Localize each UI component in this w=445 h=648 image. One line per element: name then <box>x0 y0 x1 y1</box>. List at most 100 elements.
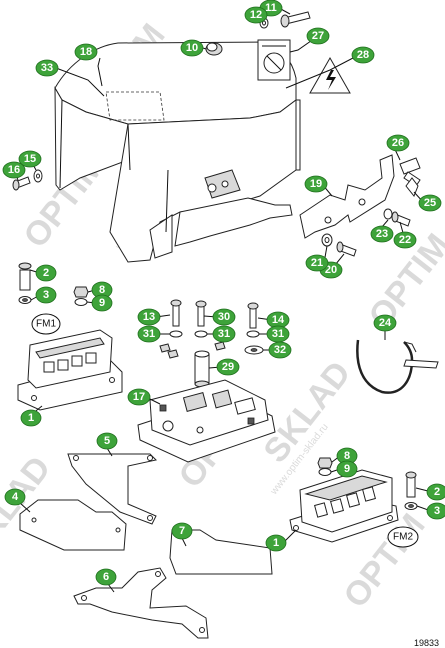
callout-bubble <box>268 341 292 359</box>
callout-number: 8 <box>99 284 105 296</box>
callout-31: 31 <box>137 325 161 343</box>
callout-29: 29 <box>216 358 240 376</box>
callout-10: 10 <box>180 39 204 57</box>
callout-25: 25 <box>418 194 442 212</box>
callout-bubble <box>373 314 397 332</box>
screw-20 <box>336 241 357 257</box>
callout-number: 16 <box>8 164 20 176</box>
washer-3-fm1 <box>18 296 32 304</box>
callout-bubble <box>212 308 236 326</box>
callout-number: 2 <box>434 486 440 498</box>
insulation-sheet-4 <box>19 499 127 551</box>
callout-5: 5 <box>96 432 118 450</box>
callout-9: 9 <box>336 460 358 478</box>
washer-15 <box>33 169 43 183</box>
callout-bubble <box>306 27 330 45</box>
callout-bubble <box>35 264 57 282</box>
screw-25 <box>405 177 419 197</box>
callout-number: 28 <box>357 49 369 61</box>
callout-14: 14 <box>266 311 290 329</box>
callout-26: 26 <box>386 134 410 152</box>
callout-bubble <box>212 325 236 343</box>
nut-8-fm2 <box>317 457 333 469</box>
screw-22 <box>391 211 411 227</box>
callout-number: 3 <box>43 289 49 301</box>
callout-bubble <box>393 231 417 249</box>
callout-number: 7 <box>179 525 185 537</box>
callout-1: 1 <box>265 534 287 552</box>
callout-number: 29 <box>222 361 234 373</box>
callout-number: 4 <box>12 491 19 503</box>
control-board-17 <box>137 379 276 463</box>
callout-number: 22 <box>399 234 411 246</box>
screw-16 <box>12 176 31 191</box>
callout-bubble <box>91 294 113 312</box>
callout-21: 21 <box>305 254 329 272</box>
callout-bubble <box>336 460 358 478</box>
callout-bubble <box>304 175 328 193</box>
callout-bubble <box>74 43 98 61</box>
nut-8-fm1 <box>73 286 89 298</box>
washer-9-fm2 <box>318 468 332 476</box>
callout-bubble <box>265 534 287 552</box>
callout-bubble <box>4 488 26 506</box>
callout-number: 5 <box>104 435 110 447</box>
callout-number: 32 <box>274 344 286 356</box>
callout-number: 24 <box>379 317 392 329</box>
callout-2: 2 <box>35 264 57 282</box>
callout-number: 17 <box>133 391 145 403</box>
callout-number: 1 <box>28 412 34 424</box>
callout-bubble <box>137 308 161 326</box>
callout-bubble <box>351 46 375 64</box>
washer-23 <box>383 208 393 220</box>
cable-tie-24 <box>356 339 439 394</box>
callout-bubble <box>137 325 161 343</box>
callout-bubble <box>2 161 26 179</box>
capacitor-29 <box>194 350 210 388</box>
callout-33: 33 <box>35 59 59 77</box>
washer-31-centre <box>194 330 208 338</box>
washer-21 <box>321 233 333 247</box>
fm1-label-text: FM1 <box>36 319 56 330</box>
callout-bubble <box>370 225 394 243</box>
callout-4: 4 <box>4 488 26 506</box>
fm2-module <box>289 469 399 543</box>
screw-2-fm2 <box>405 471 417 498</box>
callout-bubble <box>96 432 118 450</box>
screw-13 <box>170 299 182 327</box>
drawing-number: 19833 <box>414 638 439 648</box>
callout-bubble <box>127 388 151 406</box>
callout-number: 13 <box>143 311 155 323</box>
callout-bubble <box>386 134 410 152</box>
insulation-sheet-5 <box>67 453 158 525</box>
callout-23: 23 <box>370 225 394 243</box>
callout-17: 17 <box>127 388 151 406</box>
callout-22: 22 <box>393 231 417 249</box>
callout-number: 10 <box>186 42 198 54</box>
callout-27: 27 <box>306 27 330 45</box>
callout-number: 2 <box>43 267 49 279</box>
label-27-no-tools <box>257 39 291 81</box>
callout-number: 18 <box>80 46 92 58</box>
bracket-19 <box>299 154 395 239</box>
callout-bubble <box>18 150 42 168</box>
callout-7: 7 <box>171 522 193 540</box>
callout-number: 6 <box>103 571 109 583</box>
callout-bubble <box>35 286 57 304</box>
callout-bubble <box>426 502 445 520</box>
callout-18: 18 <box>74 43 98 61</box>
screw-11 <box>280 11 311 28</box>
callout-number: 30 <box>218 311 230 323</box>
callout-number: 15 <box>24 153 36 165</box>
callout-bubble <box>20 409 42 427</box>
fm2-label-text: FM2 <box>393 532 413 543</box>
callout-9: 9 <box>91 294 113 312</box>
callout-32: 32 <box>268 341 292 359</box>
callout-number: 8 <box>344 450 350 462</box>
callout-bubble <box>305 254 329 272</box>
callout-bubble <box>95 568 117 586</box>
callout-number: 12 <box>250 9 262 21</box>
label-28-high-voltage <box>309 56 351 94</box>
